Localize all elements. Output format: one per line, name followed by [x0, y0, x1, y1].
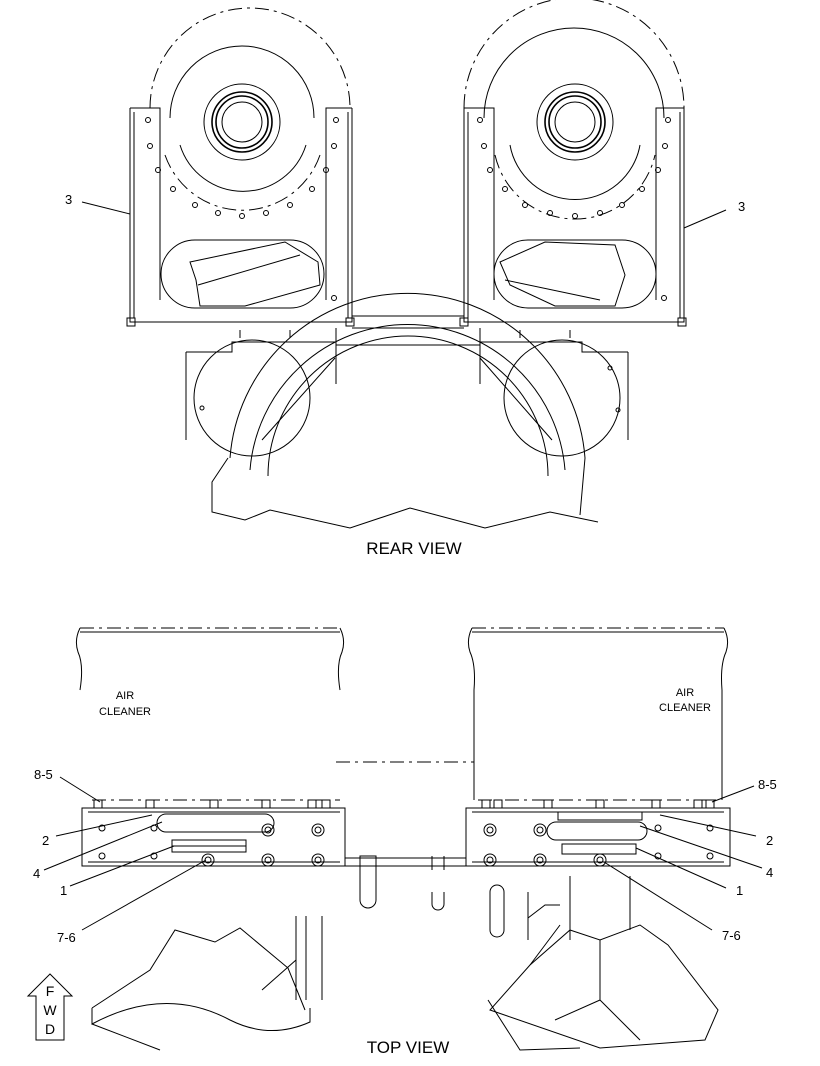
callout-8-5-right: 8-5: [758, 777, 777, 792]
top-air-cleaner-right: AIR CLEANER: [467, 627, 729, 800]
fwd-letter-f: F: [46, 983, 55, 999]
callout-4-left: 4: [33, 866, 40, 881]
callout-3-left: 3: [65, 192, 72, 207]
top-mounting-plate-left: [81, 799, 346, 867]
top-center-linkage: [345, 855, 466, 911]
top-callout-leaders: [43, 776, 763, 931]
rear-view-title: REAR VIEW: [366, 539, 461, 558]
callout-1-right: 1: [736, 883, 743, 898]
callout-7-6-left: 7-6: [57, 930, 76, 945]
air-cleaner-left-line1: AIR: [116, 690, 134, 702]
callout-3-right: 3: [738, 199, 745, 214]
rear-housing-right: [459, 0, 687, 327]
rear-housing-left: [126, 7, 355, 327]
callout-leader-3-right: [683, 209, 727, 229]
rear-view: 3 3 REAR VIEW: [65, 0, 745, 558]
air-cleaner-right-line1: AIR: [676, 687, 694, 699]
rear-connector-bracket: [239, 315, 571, 346]
callout-1-left: 1: [60, 883, 67, 898]
top-air-cleaner-left: AIR CLEANER: [75, 627, 345, 718]
fwd-letter-d: D: [45, 1021, 55, 1037]
callout-7-6-right: 7-6: [722, 928, 741, 943]
callout-2-right: 2: [766, 833, 773, 848]
top-engine-lower: [91, 876, 719, 1051]
callout-4-right: 4: [766, 865, 773, 880]
top-mounting-plate-right: [465, 799, 731, 867]
rear-engine-block: [185, 292, 629, 529]
fwd-letter-w: W: [43, 1002, 57, 1018]
top-view-title: TOP VIEW: [367, 1038, 450, 1057]
forward-arrow: F W D: [26, 973, 74, 1041]
air-cleaner-left-line2: CLEANER: [99, 706, 151, 718]
top-view: AIR CLEANER AIR CLEANER: [33, 627, 777, 1057]
callout-8-5-left: 8-5: [34, 767, 53, 782]
air-cleaner-right-line2: CLEANER: [659, 702, 711, 714]
callout-leader-3-left: [81, 201, 131, 215]
callout-2-left: 2: [42, 833, 49, 848]
